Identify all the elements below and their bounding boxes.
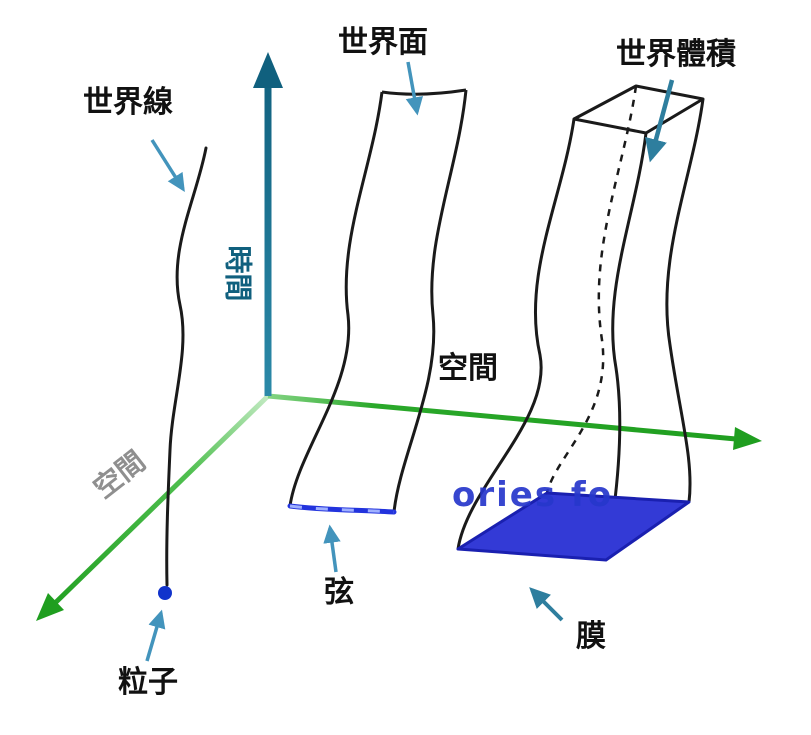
particle-callout-arrow [145, 609, 166, 662]
string-line-highlight [289, 504, 395, 514]
watermark-text: ories fo [452, 475, 613, 515]
brane-label: 膜 [576, 619, 606, 654]
string-label: 弦 [324, 575, 354, 610]
brane-face [456, 491, 691, 562]
particle-label: 粒子 [118, 665, 178, 700]
worldvolume-label: 世界體積 [616, 37, 736, 72]
worldsheet-label: 世界面 [338, 25, 428, 60]
space-axis-right-label: 空間 [438, 351, 498, 386]
worldvolume-callout-arrow [645, 79, 675, 163]
worldsheet-callout-arrow [405, 61, 424, 116]
space-axis-right [267, 393, 762, 450]
worldvolume-shape [456, 84, 705, 561]
time-axis-label: 時間 [221, 245, 255, 302]
worldvolume-hidden-edge [545, 85, 638, 494]
particle-dot [158, 586, 172, 600]
space-axis-left [36, 394, 270, 621]
worldline-curve [165, 146, 208, 587]
worldline-label: 世界線 [83, 85, 173, 120]
time-axis [253, 52, 283, 396]
worldsheet-shape [288, 88, 468, 513]
string-callout-arrow [323, 524, 341, 573]
brane-callout-arrow [529, 587, 564, 622]
worldline-callout-arrow [150, 139, 185, 192]
